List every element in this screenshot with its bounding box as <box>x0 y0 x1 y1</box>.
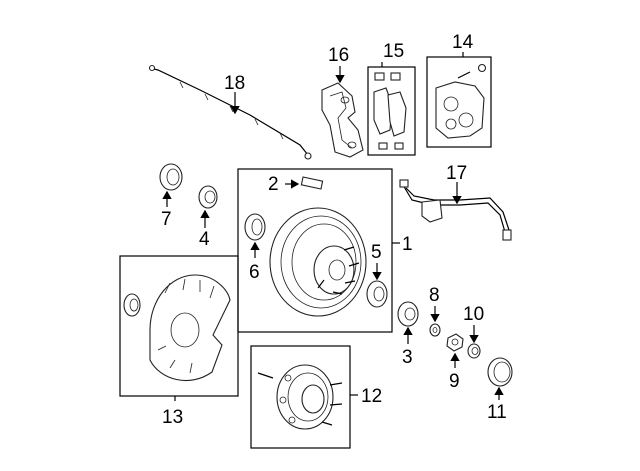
callout-4: 4 <box>199 229 210 250</box>
splash-shield-box <box>119 255 239 397</box>
callout-5: 5 <box>371 242 382 263</box>
grease-seal-part <box>159 163 183 191</box>
callout-1: 1 <box>402 234 413 255</box>
callout-11: 11 <box>487 402 507 423</box>
callout-2: 2 <box>268 174 279 195</box>
retainer-part <box>467 343 481 359</box>
brake-pads-box <box>367 66 416 156</box>
hub-box <box>250 345 351 449</box>
callout-3: 3 <box>402 347 413 368</box>
callout-8: 8 <box>429 285 440 306</box>
abs-sensor-wire-part <box>148 64 312 160</box>
callout-7: 7 <box>161 209 172 230</box>
callout-12: 12 <box>361 386 382 407</box>
race-part <box>366 280 388 308</box>
callout-13: 13 <box>162 407 183 428</box>
inner-bearing-part <box>198 185 218 209</box>
outer-bearing-part <box>397 301 419 327</box>
hub-assembly-part <box>257 364 343 430</box>
callout-18: 18 <box>224 73 245 94</box>
caliper-bracket-part <box>321 82 364 158</box>
rotor-box <box>237 168 393 333</box>
callout-6: 6 <box>249 262 260 283</box>
nut-part <box>446 333 464 352</box>
washer-part <box>429 323 441 337</box>
callout-17: 17 <box>446 163 467 184</box>
caliper-part <box>435 63 487 139</box>
dust-cap-part <box>487 357 513 387</box>
seal-part <box>244 213 266 241</box>
caliper-box <box>426 56 492 148</box>
callout-10: 10 <box>463 304 484 325</box>
callout-16: 16 <box>328 45 349 66</box>
brake-rotor-part <box>269 207 367 317</box>
splash-shield-part <box>123 274 231 381</box>
callout-15: 15 <box>383 41 404 62</box>
brake-pads-part <box>373 72 407 150</box>
wear-sensor-hose-part <box>399 179 512 241</box>
callout-9: 9 <box>449 371 460 392</box>
wheel-stud-part <box>300 176 324 190</box>
callout-14: 14 <box>452 32 474 53</box>
